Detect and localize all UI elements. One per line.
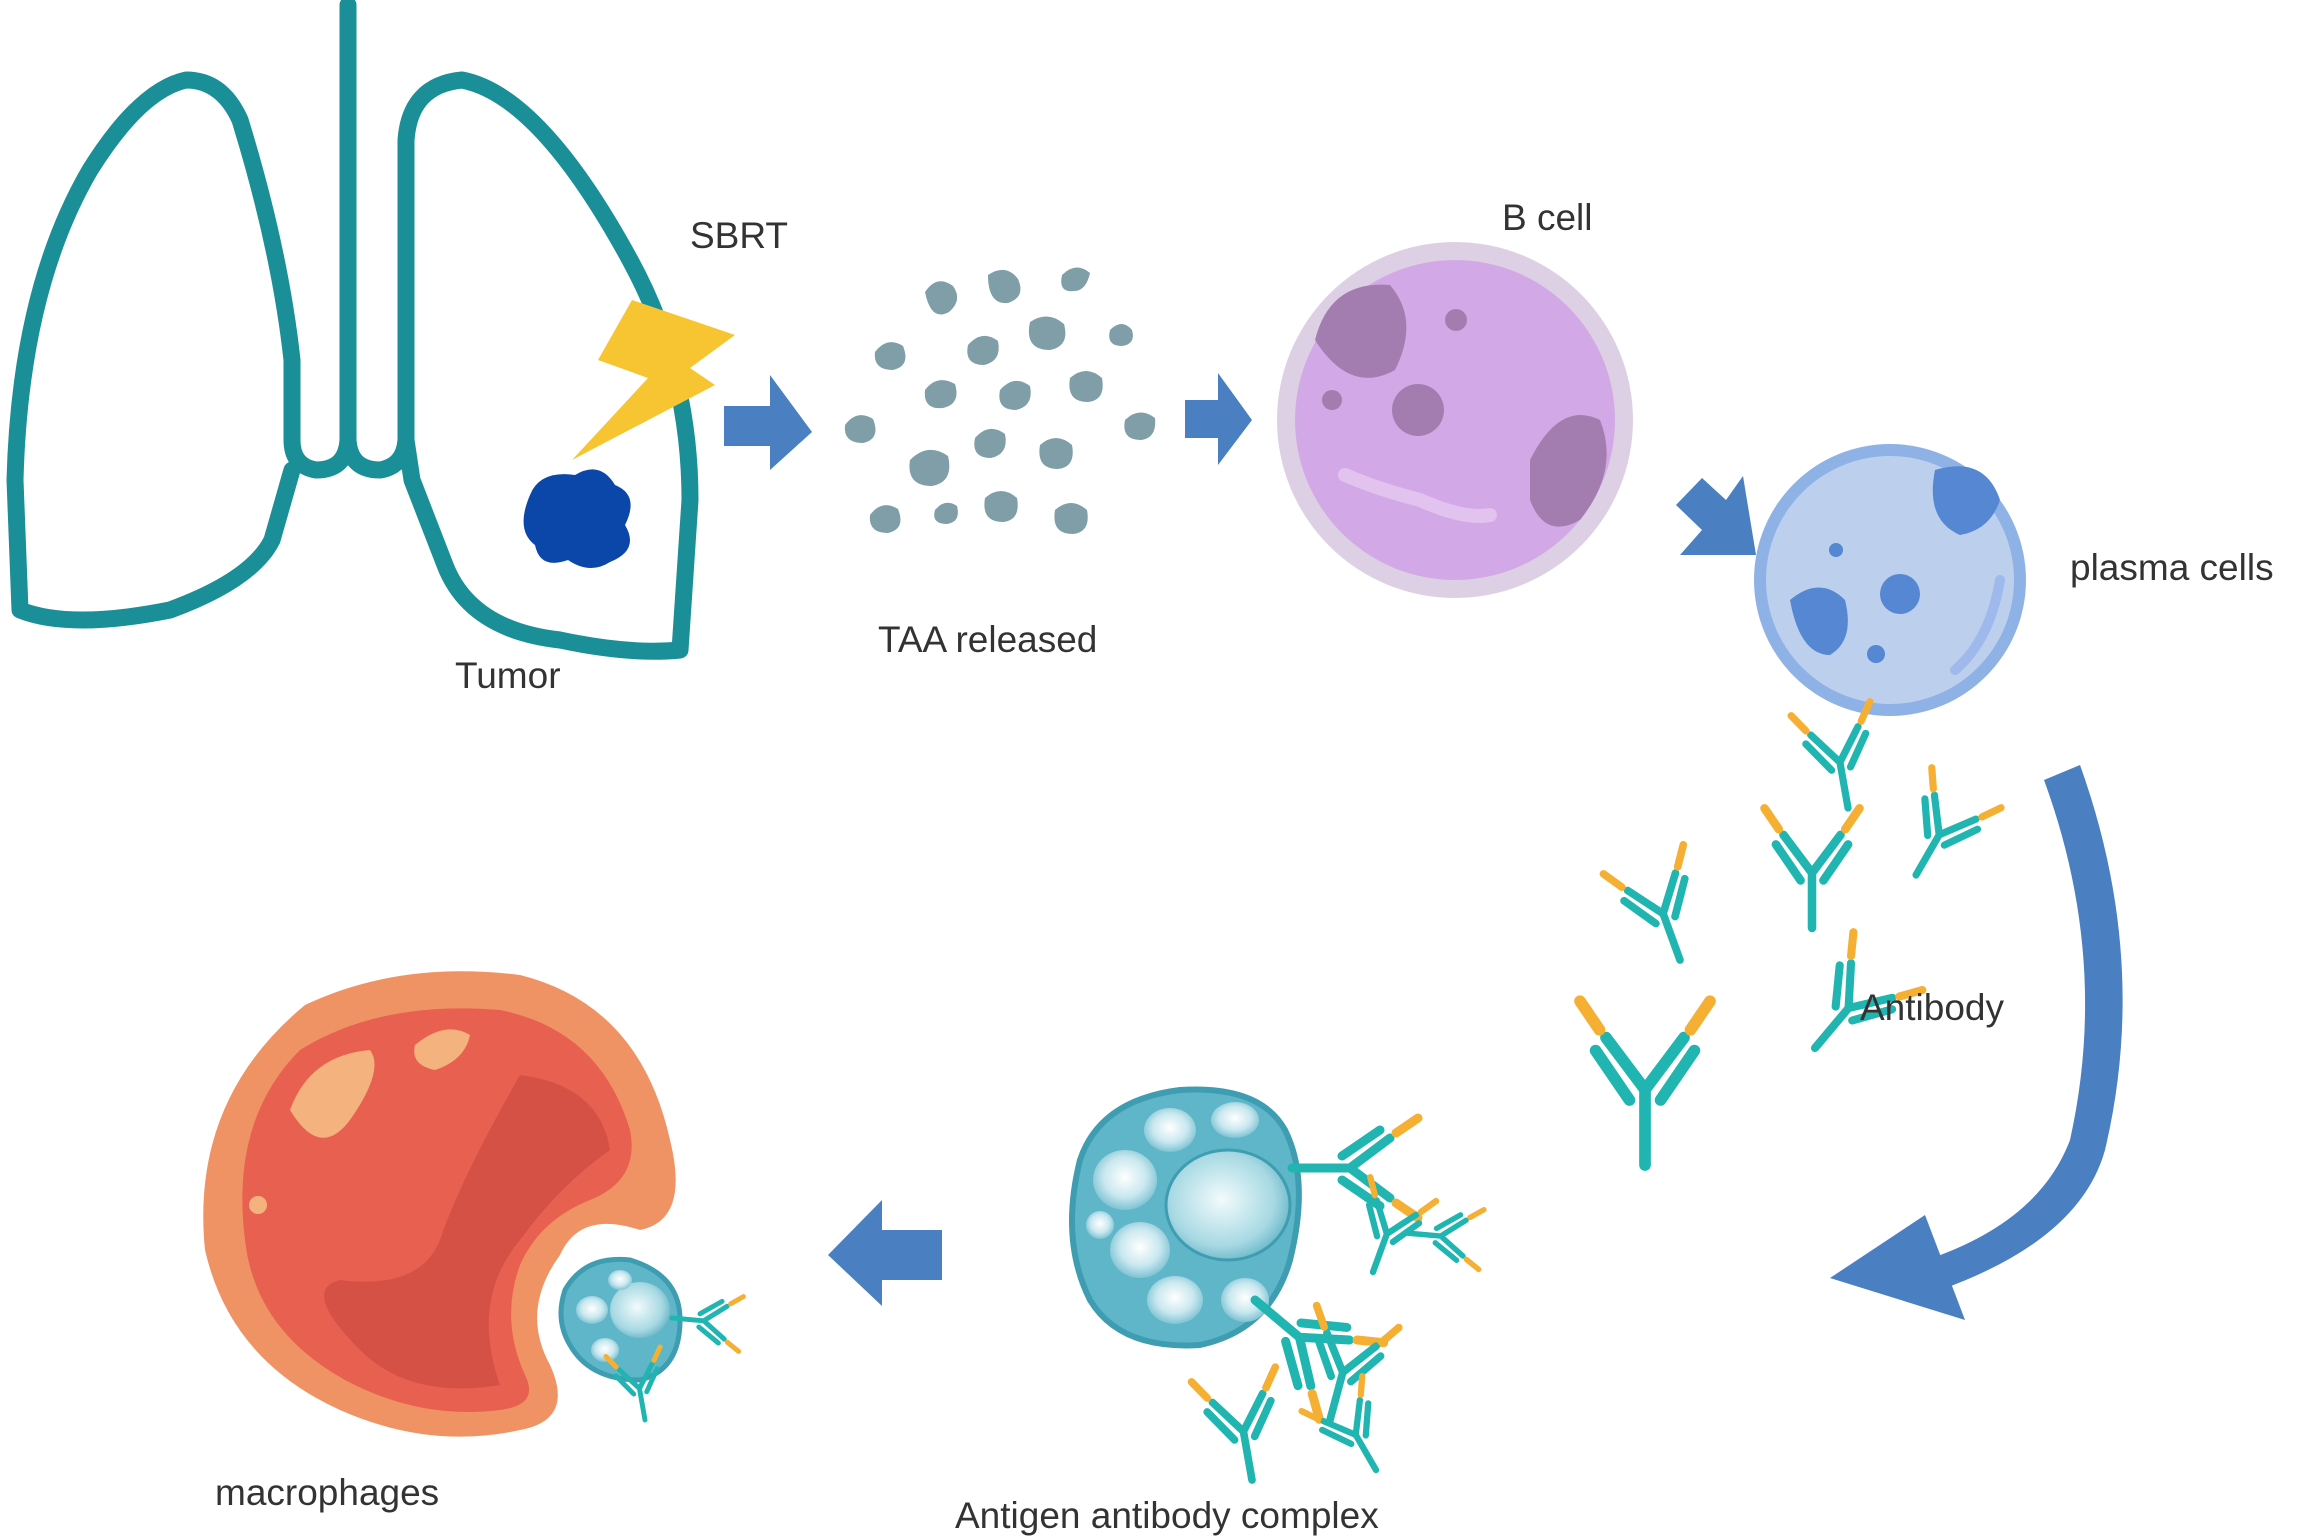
- antigen-icon: [844, 267, 1156, 534]
- arrow-taa-to-bcell: [1185, 373, 1252, 465]
- lightning-icon: [572, 300, 735, 460]
- label-sbrt: SBRT: [690, 215, 788, 256]
- arrow-lungs-to-taa: [724, 375, 812, 470]
- label-taa-released: TAA released: [878, 619, 1097, 660]
- label-macrophages: macrophages: [215, 1472, 439, 1513]
- arrow-plasma-to-complex: [1830, 765, 2123, 1320]
- label-plasma-cells: plasma cells: [2070, 547, 2274, 588]
- tumor-icon: [523, 469, 631, 569]
- label-antibody: Antibody: [1860, 987, 2004, 1028]
- label-antigen-antibody-complex: Antigen antibody complex: [955, 1495, 1379, 1536]
- antibody-icon: [1580, 702, 2001, 1165]
- antigen-antibody-complex-icon: [1069, 1086, 1484, 1488]
- label-tumor: Tumor: [455, 655, 561, 696]
- arrow-complex-to-macrophage: [828, 1200, 942, 1306]
- b-cell-icon: [1277, 242, 1633, 598]
- arrow-bcell-to-plasma: [1676, 476, 1756, 555]
- label-b-cell: B cell: [1502, 197, 1592, 238]
- plasma-cell-icon: [1754, 444, 2026, 716]
- macrophage-icon: [203, 971, 743, 1437]
- lungs-icon: [6, 0, 699, 660]
- arrow-icon: [724, 373, 1756, 1306]
